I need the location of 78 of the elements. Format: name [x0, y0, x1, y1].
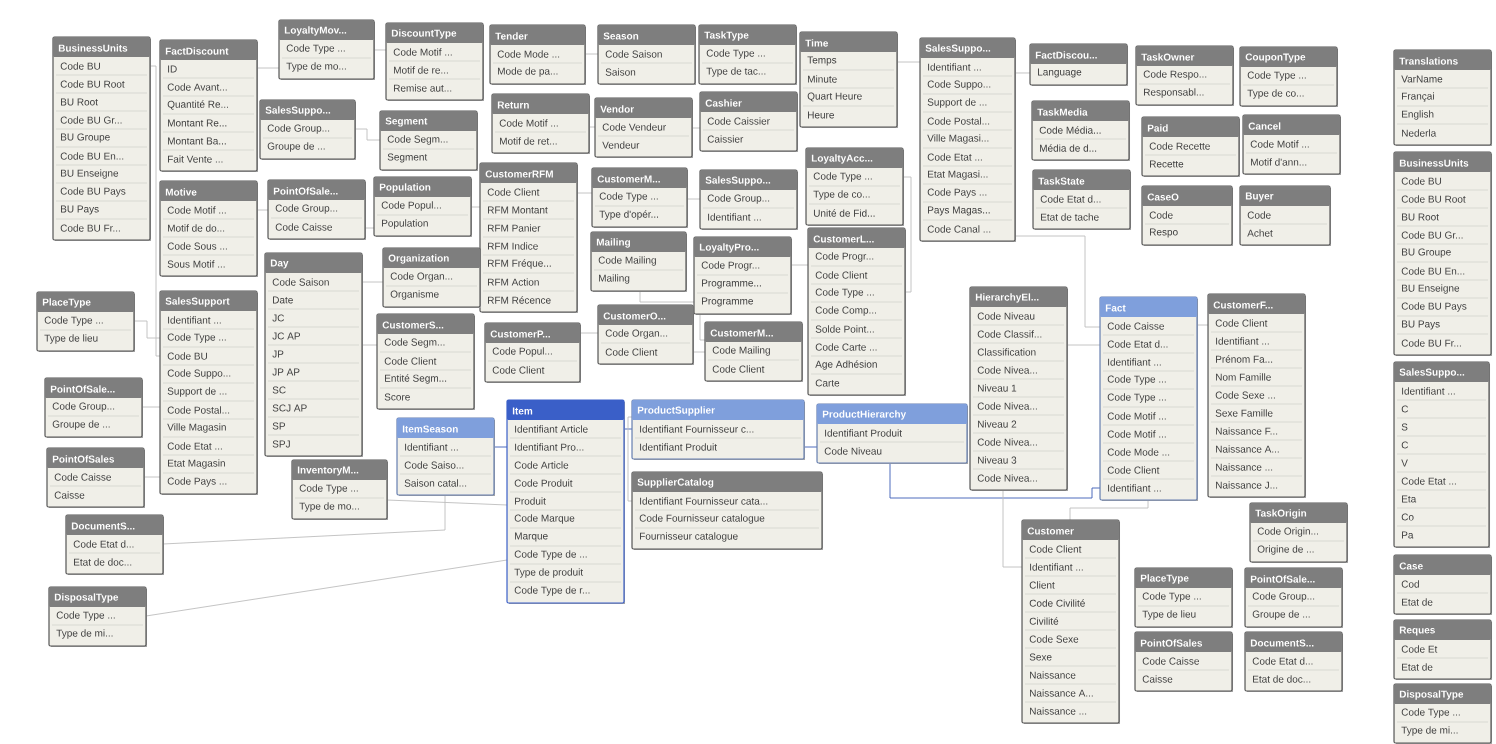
table-box: Translations VarName Françai English Nederla: [1393, 49, 1492, 146]
table-box: PointOfSales Code Caisse Caisse: [1134, 631, 1233, 692]
table-box: Time Temps Minute Quart Heure Heure: [799, 31, 898, 128]
table-box: TaskState Code Etat d... Etat de tache: [1032, 169, 1131, 230]
connector-line: [627, 416, 633, 502]
table-box: CustomerO... Code Organ... Code Client: [597, 304, 694, 365]
table-box: CustomerF... Code Client Identifiant ... Prénom Fa... Nom Famille Code Sexe ... Sexe Famille Naissance F... Naissance A... Naissance ... Naissance J...: [1207, 293, 1306, 498]
table-box: BusinessUnits Code BU Code BU Root BU Root Code BU Gr... BU Groupe Code BU En... BU Enseigne Code BU Pays BU Pays Code BU Fr...: [1393, 151, 1492, 356]
table-box: Season Code Saison Saison: [597, 24, 696, 85]
table-box: Vendor Code Vendeur Vendeur: [594, 97, 693, 158]
table-box: BusinessUnits Code BU Code BU Root BU Root Code BU Gr... BU Groupe Code BU En... BU Enseigne Code BU Pays BU Pays Code BU Fr...: [52, 36, 151, 241]
table-box: PointOfSale... Code Group... Groupe de ...: [44, 377, 143, 438]
table-box: SalesSuppo... Code Group... Identifiant ...: [699, 169, 798, 230]
table-box: InventoryM... Code Type ... Type de mo...: [291, 459, 388, 520]
table-box: DisposalType Code Type ... Type de mi...: [1393, 683, 1492, 744]
table-box: SupplierCatalog Identifiant Fournisseur cata... Code Fournisseur catalogue Fournisseur catalogue: [631, 471, 823, 550]
table-box: Mailing Code Mailing Mailing: [590, 231, 687, 292]
table-box: Return Code Motif ... Motif de ret...: [491, 93, 590, 154]
table-box: CustomerS... Code Segm... Code Client Entité Segm... Score: [376, 313, 475, 410]
table-box: TaskMedia Code Média... Média de d...: [1031, 100, 1130, 161]
table-box: LoyaltyMov... Code Type ... Type de mo...: [278, 19, 375, 80]
table-box: Organization Code Organ... Organisme: [382, 247, 481, 308]
table-box: Day Code Saison Date JC JC AP JP JP AP SC SCJ AP SP SPJ: [264, 252, 363, 457]
table-box: ProductHierarchy Identifiant Produit Code Niveau: [816, 403, 968, 464]
table-box: CustomerM... Code Type ... Type d'opér...: [591, 167, 688, 228]
connector-line: [162, 494, 446, 545]
table-box: FactDiscount ID Code Avant... Quantité Re... Montant Re... Montant Ba... Fait Vente ...: [159, 39, 258, 172]
table-box: Population Code Popul... Population: [373, 176, 472, 237]
table-box: CustomerP... Code Popul... Code Client: [484, 322, 581, 383]
connector-line: [145, 559, 508, 617]
table-box: TaskOwner Code Respo... Responsabl...: [1135, 45, 1234, 106]
table-box: LoyaltyAcc... Code Type ... Type de co... Unité de Fid...: [805, 147, 904, 226]
table-box: PointOfSales Code Caisse Caisse: [46, 447, 145, 508]
table-box: CaseO Code Respo: [1141, 185, 1233, 246]
table-box: Cancel Code Motif ... Motif d'ann...: [1242, 114, 1341, 175]
table-box: Cashier Code Caissier Caissier: [699, 91, 798, 152]
table-box: Paid Code Recette Recette: [1141, 116, 1240, 177]
connector-line: [493, 446, 508, 448]
table-box: Tender Code Mode ... Mode de pa...: [489, 24, 586, 85]
table-box: Item Identifiant Article Identifiant Pro... Code Article Code Produit Produit Code Marque Marque Code Type de ... Type de produit Code Type de r...: [506, 399, 625, 604]
table-box: PlaceType Code Type ... Type de lieu: [1134, 567, 1233, 628]
connector-line: [149, 65, 161, 357]
table-box: Customer Code Client Identifiant ... Client Code Civilité Civilité Code Sexe Sexe Naissance Naissance A... Naissance ...: [1021, 519, 1120, 724]
connector-line: [386, 499, 508, 506]
table-box: Segment Code Segm... Segment: [379, 110, 478, 171]
table-box: TaskOrigin Code Origin... Origine de ...: [1249, 502, 1348, 563]
table-box: SalesSuppo... Identifiant ... Code Suppo... Support de ... Code Postal... Ville Magasi... Code Etat ... Etat Magasi... Code Pays ... Pays Magas... Code Canal ...: [919, 37, 1016, 242]
table-box: DocumentS... Code Etat d... Etat de doc...: [65, 514, 164, 575]
table-box: CouponType Code Type ... Type de co...: [1239, 46, 1338, 107]
connector-line: [1014, 235, 1101, 328]
table-box: DocumentS... Code Etat d... Etat de doc...: [1244, 631, 1343, 692]
table-box: PointOfSale... Code Group... Code Caisse: [267, 179, 366, 240]
connector-line: [889, 462, 1101, 499]
table-box: SalesSuppo... Code Group... Groupe de ...: [259, 99, 356, 160]
connector-line: [1002, 489, 1023, 568]
table-box: Motive Code Motif ... Motif de do... Code Sous ... Sous Motif ...: [159, 180, 258, 277]
connector-line: [133, 320, 161, 339]
table-box: Reques Code Et Etat de: [1393, 619, 1492, 680]
table-box: DiscountType Code Motif ... Motif de re... Remise aut...: [385, 22, 484, 101]
connector-line: [354, 128, 381, 141]
table-box: Fact Code Caisse Code Etat d... Identifiant ... Code Type ... Code Type ... Code Motif ... Code Motif ... Code Mode ... Code Client Identifiant ...: [1099, 296, 1198, 501]
table-box: PlaceType Code Type ... Type de lieu: [36, 291, 135, 352]
connector-line: [1069, 499, 1149, 521]
table-box: Buyer Code Achet: [1239, 185, 1331, 246]
table-box: DisposalType Code Type ... Type de mi...: [48, 586, 147, 647]
table-box: PointOfSale... Code Group... Groupe de ...: [1244, 567, 1343, 628]
table-box: FactDiscou... Language: [1029, 43, 1128, 86]
table-box: ProductSupplier Identifiant Fournisseur c... Identifiant Produit: [631, 399, 805, 460]
table-box: Case Cod Etat de: [1393, 554, 1492, 615]
table-box: ItemSeason Identifiant ... Code Saiso... Saison catal...: [396, 417, 495, 496]
table-box: SalesSupport Identifiant ... Code Type ... Code BU Code Suppo... Support de ... Code Postal... Ville Magasin Code Etat ... Etat Magasin Code Pays ...: [159, 290, 258, 495]
connector-line: [623, 428, 633, 430]
table-box: SalesSuppo... Identifiant ... C S C V Code Etat ... Eta Co Pa: [1393, 361, 1490, 548]
table-box: LoyaltyPro... Code Progr... Programme... Programme: [693, 236, 792, 315]
table-box: CustomerM... Code Mailing Code Client: [704, 321, 803, 382]
table-box: TaskType Code Type ... Type de tac...: [698, 24, 797, 85]
connector-line: [902, 176, 912, 293]
connector-line: [803, 446, 818, 448]
